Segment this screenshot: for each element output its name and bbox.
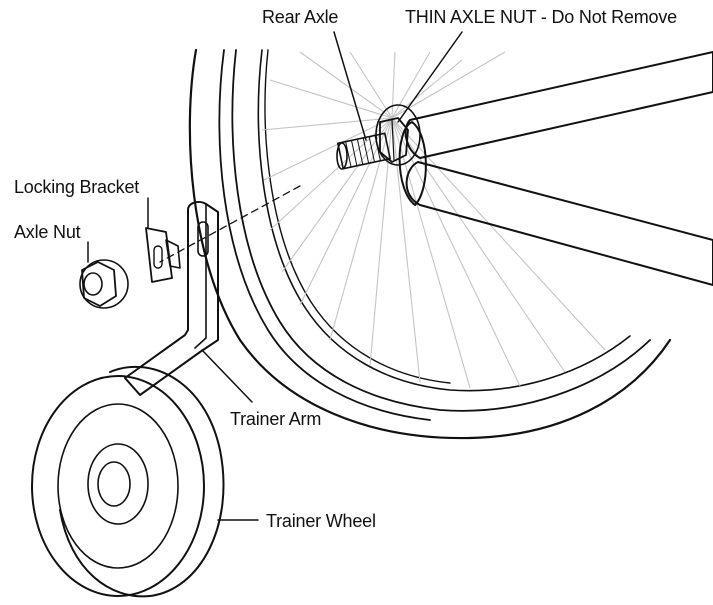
rear-axle-shaft xyxy=(337,132,391,170)
axle-nut-hole xyxy=(83,272,103,296)
lower-seat-stay xyxy=(405,161,713,286)
locking-bracket-tab xyxy=(165,239,181,269)
trainer-wheel-tread xyxy=(59,365,225,598)
locking-bracket xyxy=(145,227,181,283)
leader-thin-axle-nut xyxy=(397,31,463,123)
tire-left-rim xyxy=(218,49,431,421)
axle-tip xyxy=(336,142,348,170)
label-rear-axle: Rear Axle xyxy=(262,7,338,27)
leader-lines xyxy=(87,31,463,521)
tire-outer-edge xyxy=(188,48,672,440)
locking-bracket-slot xyxy=(153,245,163,269)
trainer-arm-inner-edge xyxy=(194,203,207,349)
axle-nut-washer xyxy=(79,259,129,309)
trainer-arm xyxy=(124,201,219,396)
bicycle-rear-wheel xyxy=(188,48,672,440)
axle-threads xyxy=(345,134,381,168)
trainer-arm-slot xyxy=(197,221,209,257)
upper-chain-stay xyxy=(404,51,713,159)
label-axle-nut: Axle Nut xyxy=(14,222,81,242)
label-trainer-wheel: Trainer Wheel xyxy=(266,511,376,531)
trainer-wheel-rim-ring xyxy=(57,403,179,569)
wheel-spokes xyxy=(261,51,606,389)
thin-axle-nut xyxy=(379,117,409,163)
trainer-wheel xyxy=(31,365,225,598)
axle-nut-hardware xyxy=(79,259,129,309)
locking-bracket-plate xyxy=(145,227,173,283)
label-thin-axle-nut: THIN AXLE NUT - Do Not Remove xyxy=(405,7,677,27)
leader-trainer-arm xyxy=(201,349,253,403)
tire-inner-ring xyxy=(231,49,651,412)
label-trainer-arm: Trainer Arm xyxy=(230,409,321,429)
label-locking-bracket: Locking Bracket xyxy=(14,177,139,197)
leader-rear-axle xyxy=(333,31,367,141)
trainer-wheel-hub-inner xyxy=(97,461,131,507)
bicycle-frame-stays xyxy=(398,51,713,286)
trainer-wheel-hub-outer xyxy=(87,443,149,525)
trainer-wheel-face xyxy=(31,375,205,597)
rim-edge xyxy=(257,49,631,392)
rim-inner-edge xyxy=(264,49,451,384)
axle-nut-hex xyxy=(81,261,117,307)
rear-axle-assembly xyxy=(336,117,409,170)
stay-end-cap xyxy=(398,121,427,206)
alignment-dashed-line xyxy=(159,185,301,263)
